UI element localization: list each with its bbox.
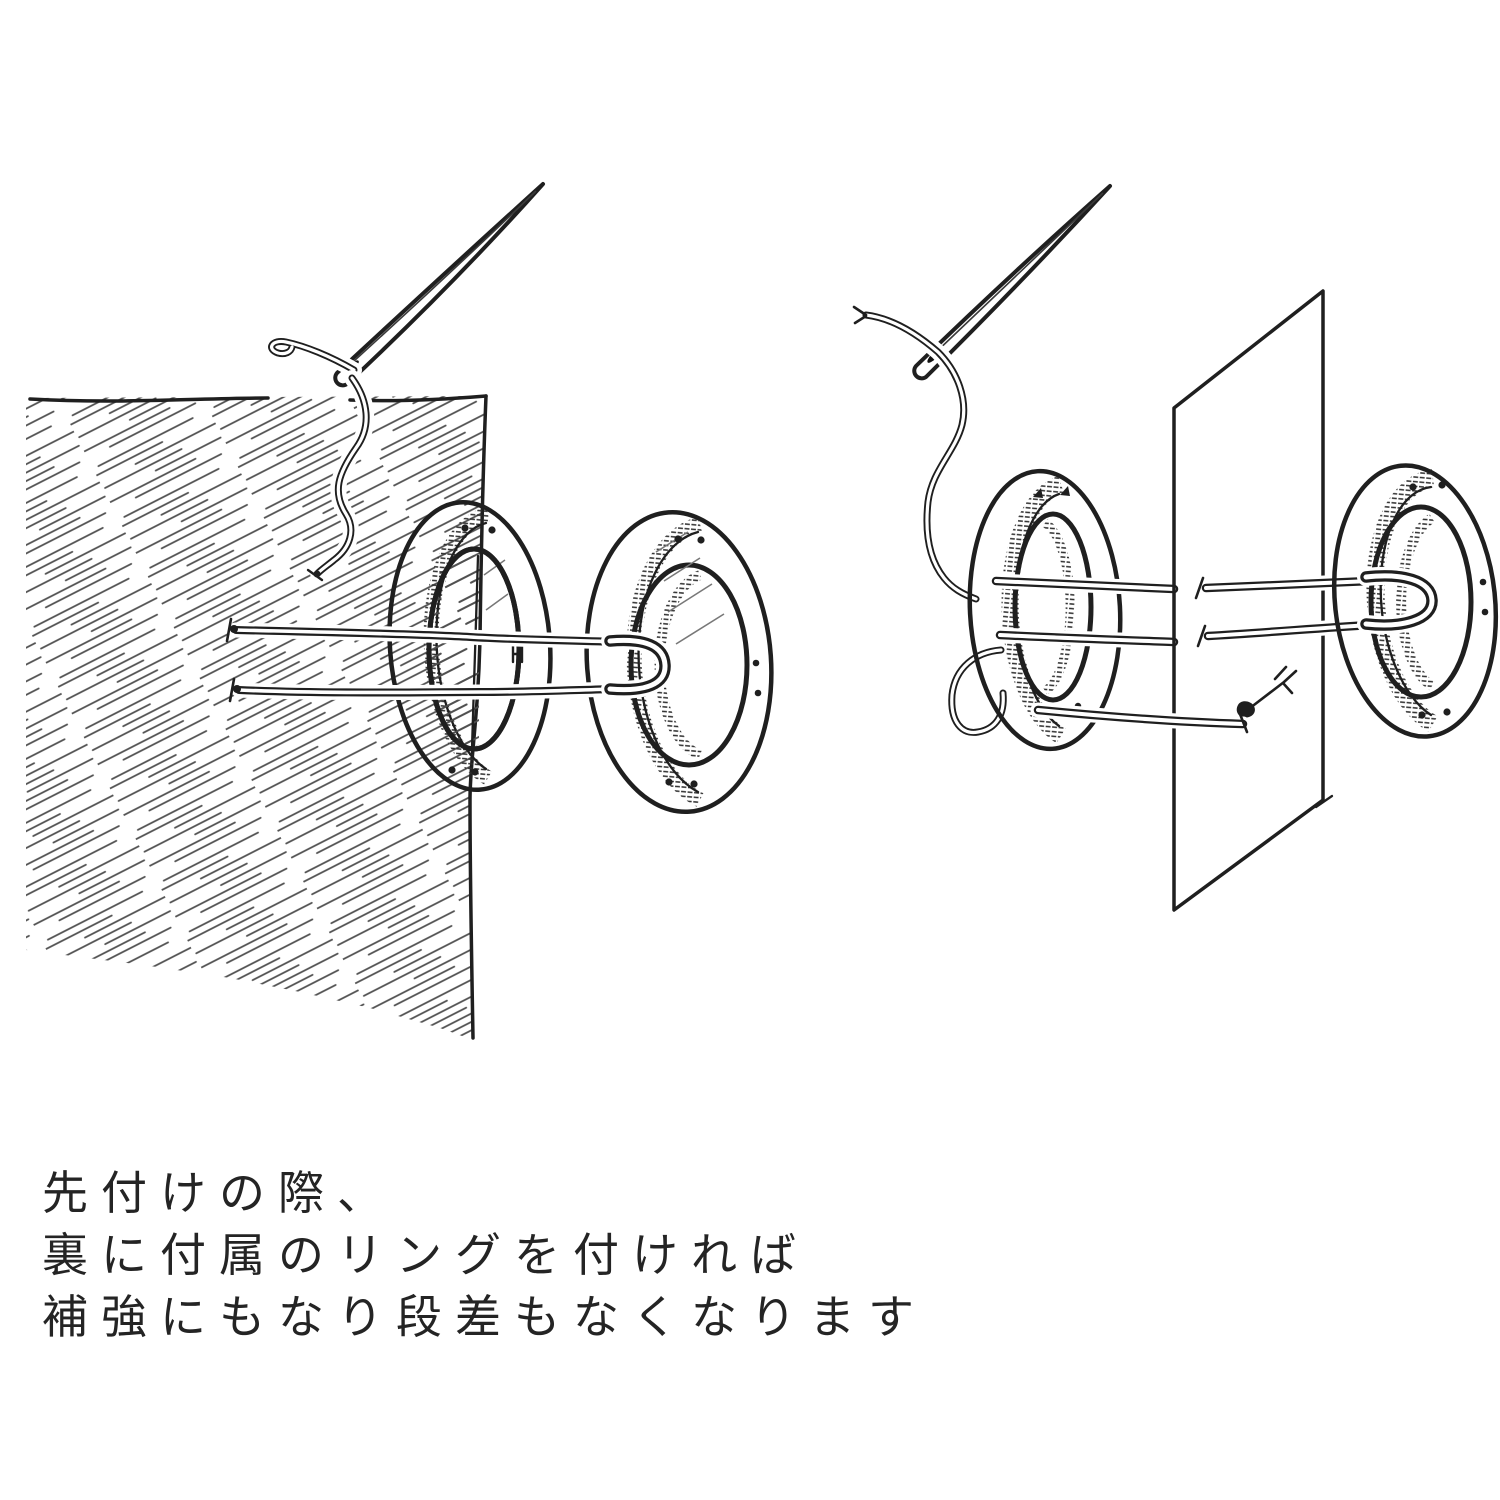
fabric-sheet [1172,289,1334,912]
front-ring [1331,463,1499,739]
button-prongs [225,617,616,703]
prong-bars [996,581,1174,642]
caption-line-2: 裏に付属のリングを付ければ [42,1229,809,1281]
thread-frayed-end [852,305,868,325]
ring-holes [665,535,762,788]
prong-latch-mark [511,644,524,664]
left-scene [26,182,774,1040]
prong-bars-front [1038,576,1370,734]
ring-holes [448,524,496,776]
caption: 先付けの際、 裏に付属のリングを付ければ 補強にもなり段差もなくなります [42,1162,927,1348]
prong-tips [225,617,236,703]
thread [852,305,1003,732]
instruction-illustration: .ink{stroke:#1f1f1f;fill:none;stroke-lin… [26,182,1499,1040]
pierce-marks [1194,576,1249,734]
hatched-fabric [26,394,488,1040]
sewing-needle [333,182,545,388]
caption-line-3: 補強にもなり段差もなくなります [42,1291,927,1343]
shading-strokes [655,531,725,645]
arrow-mark [1236,665,1298,718]
ring-holes [1409,481,1489,719]
caption-line-1: 先付けの際、 [42,1167,396,1219]
loose-ring-with-clasp [584,509,774,815]
right-scene [852,184,1499,912]
thread [272,341,367,582]
